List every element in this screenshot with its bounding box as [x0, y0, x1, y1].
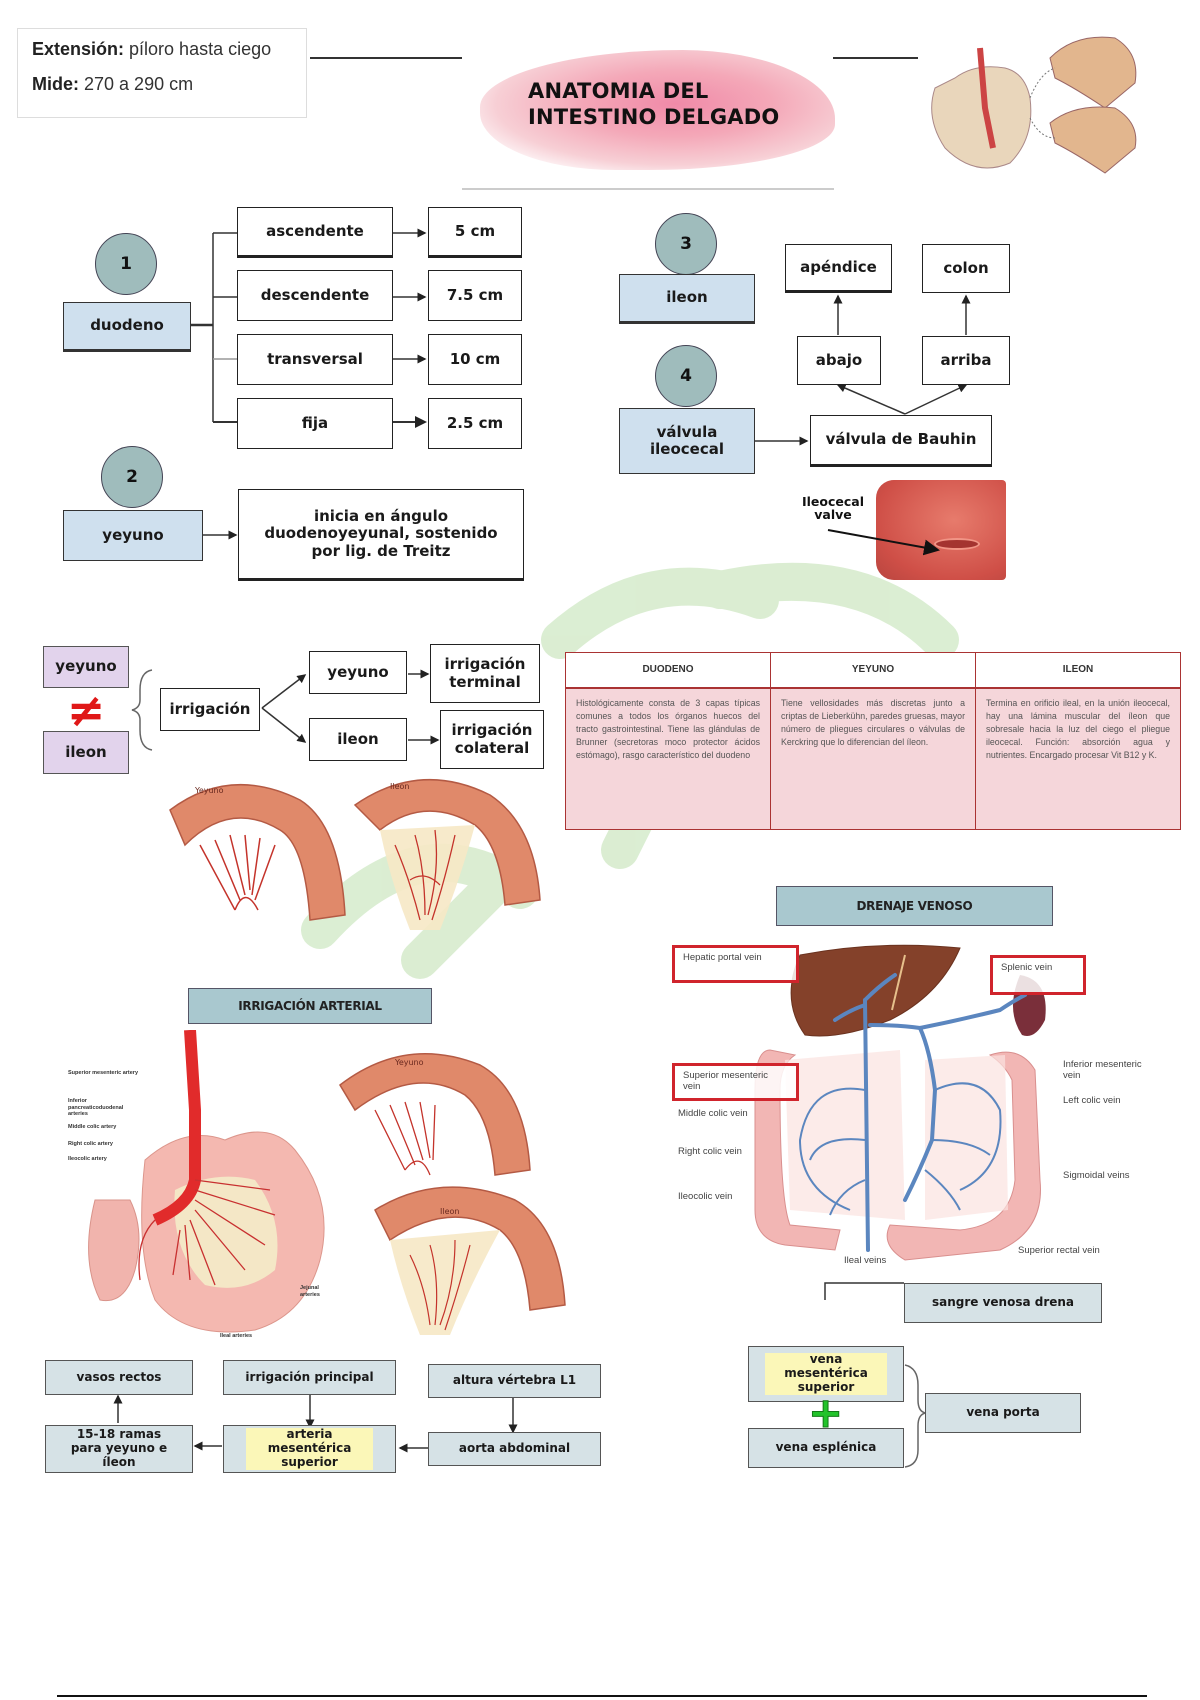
flow-vena-porta: vena porta: [925, 1393, 1081, 1433]
irrigacion-box: irrigación: [160, 688, 260, 731]
artery-label-ileocolic: Ileocolic artery: [68, 1156, 107, 1162]
flow-vena-mesenterica-superior: vena mesentérica superior: [748, 1346, 904, 1402]
venous-heading: DRENAJE VENOSO: [776, 886, 1053, 926]
ileon-box: ileon: [619, 274, 755, 324]
flow-irrigacion-principal: irrigación principal: [223, 1360, 396, 1395]
histology-table: DUODENO YEYUNO ILEON Histológicamente co…: [565, 652, 1181, 830]
artery-label-right-colic: Right colic artery: [68, 1141, 113, 1147]
duodeno-part-descendente: descendente: [237, 270, 393, 321]
label-superior-rectal-vein: Superior rectal vein: [1018, 1245, 1100, 1256]
flow-ramas: 15-18 ramas para yeyuno e íleon: [45, 1425, 193, 1473]
yeyuno-description: inicia en ángulo duodenoyeyunal, sosteni…: [238, 489, 524, 581]
step-badge-1: 1: [95, 233, 157, 295]
flow-vasos-rectos: vasos rectos: [45, 1360, 193, 1395]
length-label: Mide:: [32, 74, 79, 94]
target-apendice: apéndice: [785, 244, 892, 293]
label-superior-mesenteric-vein: Superior mesenteric vein: [672, 1063, 799, 1101]
table-header-ileon: ILEON: [975, 652, 1181, 689]
table-row: Histológicamente consta de 3 capas típic…: [565, 687, 1181, 830]
duodeno-length-fija: 2.5 cm: [428, 398, 522, 449]
footer-divider: [57, 1695, 1147, 1697]
extension-label: Extensión:: [32, 39, 125, 59]
artery-label-superior-mesenteric: Superior mesenteric artery: [68, 1070, 139, 1076]
table-cell-ileon: Termina en orificio ileal, en la unión i…: [975, 687, 1181, 830]
arterial-diagram: [88, 1030, 325, 1333]
flow-vena-esplenica: vena esplénica: [748, 1428, 904, 1468]
duodeno-length-transversal: 10 cm: [428, 334, 522, 385]
label-left-colic-vein: Left colic vein: [1063, 1095, 1121, 1106]
compare-ileon: ileon: [43, 731, 129, 774]
duodeno-part-ascendente: ascendente: [237, 207, 393, 258]
duodeno-length-descendente: 7.5 cm: [428, 270, 522, 321]
illus-label-yeyuno: Yeyuno: [195, 786, 224, 795]
duodeno-box: duodeno: [63, 302, 191, 352]
label-sigmoidal-veins: Sigmoidal veins: [1063, 1170, 1130, 1181]
table-cell-yeyuno: Tiene vellosidades más discretas junto a…: [770, 687, 976, 830]
valvula-bauhin-box: válvula de Bauhin: [810, 415, 992, 467]
step-badge-4: 4: [655, 345, 717, 407]
artery-label-ileal: Ileal arteries: [220, 1333, 253, 1339]
plus-icon: +: [808, 1388, 844, 1437]
duodeno-part-transversal: transversal: [237, 334, 393, 385]
flow-altura-vertebra: altura vértebra L1: [428, 1364, 601, 1398]
duodeno-length-ascendente: 5 cm: [428, 207, 522, 258]
intestine-illustration-top: [931, 36, 1137, 174]
ileum-illustration: [353, 778, 541, 930]
not-equal-icon: ≠: [66, 683, 106, 737]
illus-label-ileon: Ileon: [390, 782, 410, 791]
page-title: ANATOMIA DEL INTESTINO DELGADO: [528, 79, 780, 130]
label-splenic-vein: Splenic vein: [990, 955, 1086, 995]
arterial-illus-label-ileon: Ileon: [440, 1207, 460, 1216]
step-badge-3: 3: [655, 213, 717, 275]
label-right-colic-vein: Right colic vein: [678, 1146, 742, 1157]
step-badge-2: 2: [101, 446, 163, 508]
irrigacion-ileon: ileon: [309, 718, 407, 761]
length-value: 270 a 290 cm: [84, 74, 194, 94]
flow-arteria-mesenterica: arteria mesentérica superior: [223, 1425, 396, 1473]
compare-yeyuno: yeyuno: [43, 646, 129, 688]
label-inferior-mesenteric-vein: Inferior mesenteric vein: [1063, 1059, 1142, 1081]
irrigacion-yeyuno: yeyuno: [309, 651, 407, 694]
valvula-ileocecal-box: válvula ileocecal: [619, 408, 755, 474]
ileocecal-arrow: [827, 529, 940, 556]
arterial-illus-label-yeyuno: Yeyuno: [395, 1058, 424, 1067]
venous-diagram: [754, 944, 1046, 1261]
artery-label-jejunal: Jejunal arteries: [300, 1285, 320, 1298]
label-middle-colic-vein: Middle colic vein: [678, 1108, 748, 1119]
arterial-segment-illustrations: [339, 1053, 566, 1335]
flow-sangre-venosa-drena: sangre venosa drena: [904, 1283, 1102, 1323]
jejunum-illustration: [169, 783, 346, 921]
table-header-yeyuno: YEYUNO: [770, 652, 976, 689]
target-colon: colon: [922, 244, 1010, 293]
jejunum-ileum-illustrations: [169, 778, 541, 930]
extension-value: píloro hasta ciego: [129, 39, 272, 59]
label-hepatic-portal-vein: Hepatic portal vein: [672, 945, 799, 983]
arterial-jejunum-illustration: [339, 1053, 531, 1176]
table-header-duodeno: DUODENO: [565, 652, 771, 689]
flow-aorta-abdominal: aorta abdominal: [428, 1432, 601, 1466]
ileocecal-valve-label: Ileocecal valve: [801, 494, 865, 523]
position-abajo: abajo: [797, 336, 881, 385]
artery-label-inferior-pancreaticoduodenal: Inferior pancreaticoduodenal arteries: [68, 1098, 124, 1118]
duodeno-part-fija: fija: [237, 398, 393, 449]
yeyuno-box: yeyuno: [63, 510, 203, 561]
arterial-ileum-illustration: [374, 1186, 566, 1335]
table-cell-duodeno: Histológicamente consta de 3 capas típic…: [565, 687, 771, 830]
table-header-row: DUODENO YEYUNO ILEON: [565, 652, 1181, 689]
irrigacion-colateral: irrigación colateral: [440, 710, 544, 769]
label-ileocolic-vein: Ileocolic vein: [678, 1191, 733, 1202]
intro-box: Extensión: píloro hasta ciego Mide: 270 …: [17, 28, 307, 118]
irrigacion-terminal: irrigación terminal: [430, 644, 540, 703]
position-arriba: arriba: [922, 336, 1010, 385]
label-ileal-veins: Ileal veins: [844, 1255, 887, 1266]
title-watercolor: [480, 50, 835, 170]
arterial-heading: IRRIGACIÓN ARTERIAL: [188, 988, 432, 1024]
artery-label-middle-colic: Middle colic artery: [68, 1124, 117, 1130]
